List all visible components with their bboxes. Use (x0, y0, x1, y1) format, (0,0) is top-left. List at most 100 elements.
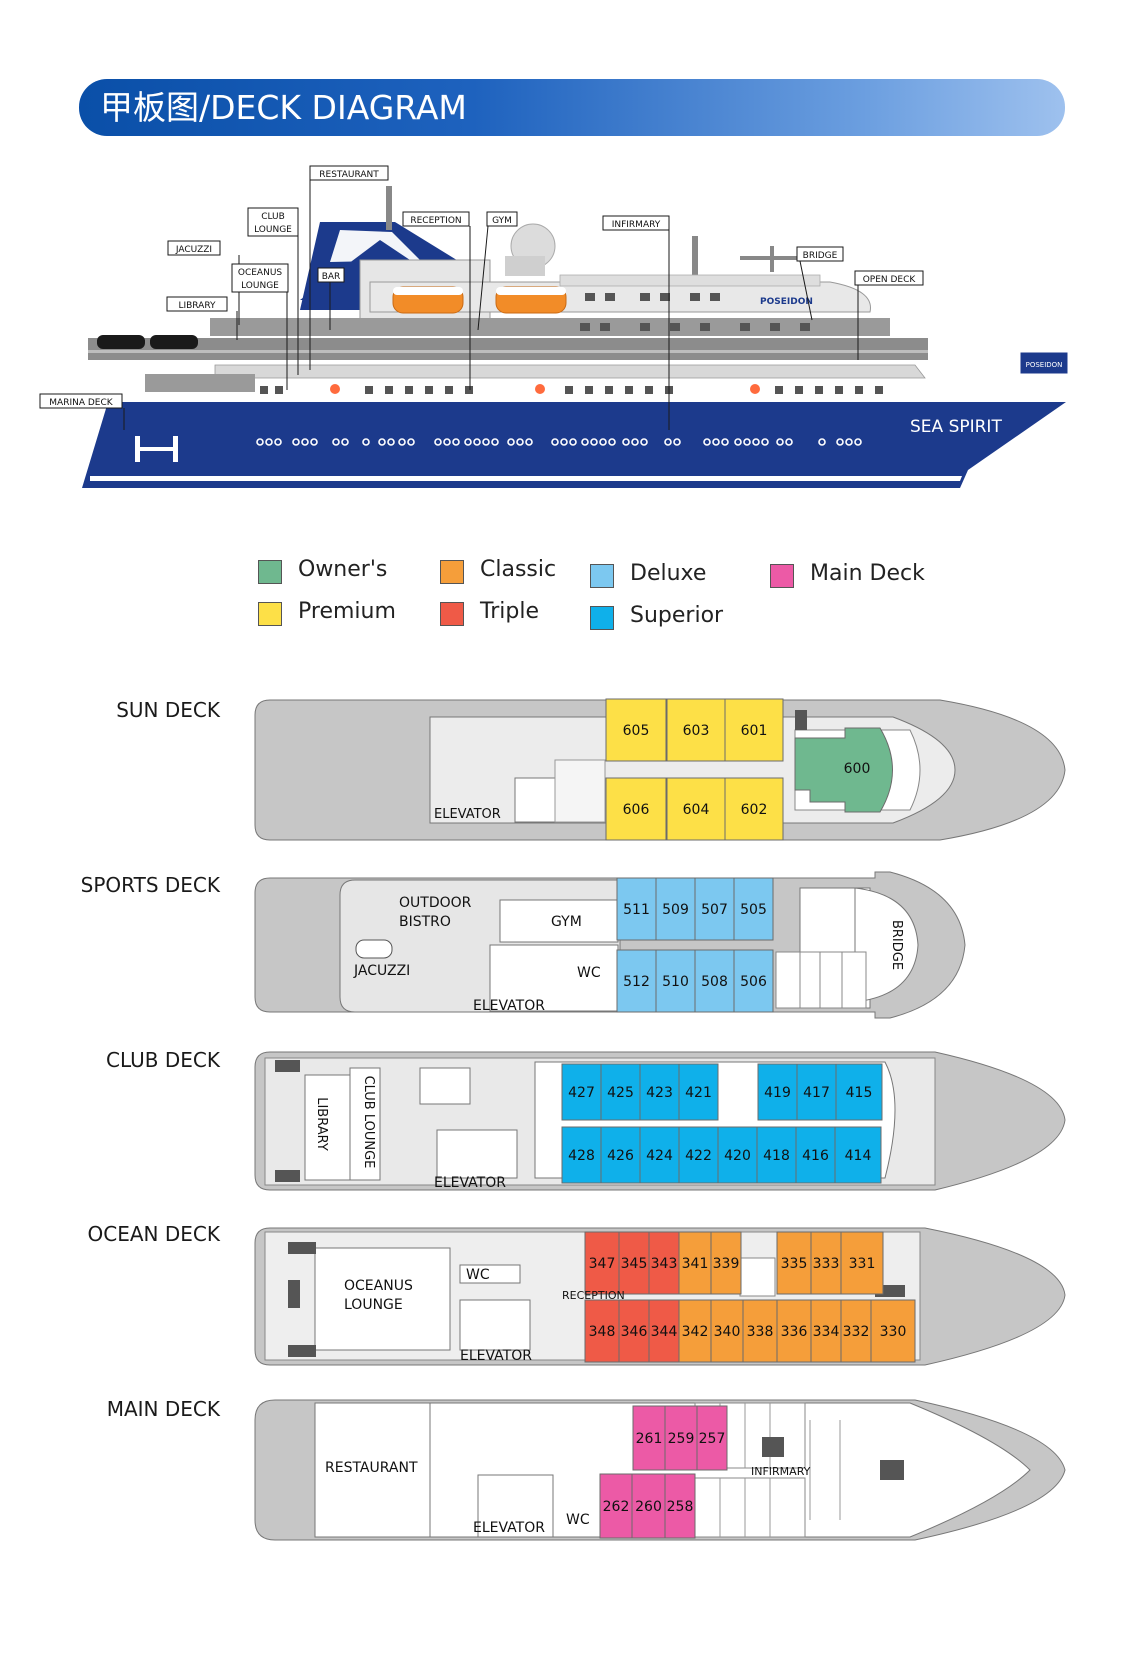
cabin-606[interactable] (605, 777, 667, 841)
callout-label: BAR (322, 272, 341, 282)
cabin-506[interactable] (733, 949, 774, 1013)
cabin-number: 416 (802, 1148, 829, 1164)
cabin-605[interactable] (605, 698, 667, 762)
cabin-414[interactable] (834, 1126, 882, 1184)
deck-label: ELEVATOR (434, 807, 501, 822)
cabin-507[interactable] (694, 877, 735, 941)
cabin-number: 331 (849, 1256, 876, 1272)
cabin-260[interactable] (631, 1473, 666, 1539)
cabin-428[interactable] (561, 1126, 602, 1184)
callout-box (39, 393, 123, 409)
deck-label: JACUZZI (353, 963, 410, 979)
cabin-418[interactable] (756, 1126, 797, 1184)
callout-label: OCEANUS (238, 268, 283, 278)
legend-label: Premium (298, 599, 396, 624)
legend-label: Owner's (298, 557, 388, 582)
cabin-338[interactable] (742, 1299, 778, 1363)
cabin-512[interactable] (616, 949, 657, 1013)
cabin-345[interactable] (618, 1231, 650, 1295)
cabin-602[interactable] (724, 777, 784, 841)
cabin-331[interactable] (840, 1231, 884, 1295)
cabin-330[interactable] (870, 1299, 916, 1363)
cabin-347[interactable] (584, 1231, 620, 1295)
deck-label: GYM (551, 914, 582, 930)
cabin-601[interactable] (724, 698, 784, 762)
deck-label: BISTRO (399, 914, 451, 930)
callout-label: LOUNGE (241, 281, 279, 291)
cabin-number: 347 (589, 1256, 616, 1272)
cabin-number: 601 (741, 723, 768, 739)
cabin-number: 426 (607, 1148, 634, 1164)
callout-box (167, 240, 221, 256)
cabin-420[interactable] (717, 1126, 758, 1184)
callout-label: RESTAURANT (319, 170, 379, 180)
cabin-number: 257 (699, 1431, 726, 1447)
cabin-number: 340 (714, 1324, 741, 1340)
deck-label: RECEPTION (562, 1289, 625, 1302)
legend-swatch (590, 606, 614, 630)
cabin-425[interactable] (600, 1063, 641, 1121)
cabin-number: 330 (880, 1324, 907, 1340)
cabin-342[interactable] (678, 1299, 712, 1363)
cabin-number: 602 (741, 802, 768, 818)
cabin-336[interactable] (776, 1299, 812, 1363)
cabin-505[interactable] (733, 877, 774, 941)
cabin-508[interactable] (694, 949, 735, 1013)
cabin-258[interactable] (664, 1473, 696, 1539)
cabin-332[interactable] (840, 1299, 872, 1363)
cabin-600[interactable] (794, 727, 893, 813)
brand-hull-text: POSEIDON (760, 297, 813, 307)
cabin-number: 334 (813, 1324, 840, 1340)
legend-label: Superior (630, 603, 724, 628)
cabin-424[interactable] (639, 1126, 680, 1184)
ship-side-view: SEA SPIRIT POSEIDON POSEIDON MARINA DECK… (39, 165, 1069, 488)
cabin-603[interactable] (666, 698, 726, 762)
cabin-number: 336 (781, 1324, 808, 1340)
cabin-340[interactable] (710, 1299, 744, 1363)
callout-box (796, 246, 844, 262)
deck-name-sun: SUN DECK (116, 698, 220, 722)
cabin-334[interactable] (810, 1299, 842, 1363)
cabin-511[interactable] (616, 877, 657, 941)
cabin-number: 346 (621, 1324, 648, 1340)
cabin-262[interactable] (599, 1473, 633, 1539)
deck-label: RESTAURANT (325, 1460, 418, 1476)
cabin-number: 258 (667, 1499, 694, 1515)
deck-label: LIBRARY (314, 1097, 329, 1151)
cabin-number: 261 (636, 1431, 663, 1447)
cabin-510[interactable] (655, 949, 696, 1013)
cabin-259[interactable] (664, 1405, 698, 1471)
cabin-509[interactable] (655, 877, 696, 941)
cabin-427[interactable] (561, 1063, 602, 1121)
deck-label: WC (577, 965, 601, 981)
cabin-261[interactable] (632, 1405, 666, 1471)
cabin-333[interactable] (810, 1231, 842, 1295)
cabin-416[interactable] (795, 1126, 836, 1184)
cabin-number: 344 (651, 1324, 678, 1340)
cabin-339[interactable] (710, 1231, 742, 1295)
callout-label: JACUZZI (175, 245, 212, 255)
callout-label: LIBRARY (178, 301, 216, 311)
cabin-415[interactable] (835, 1063, 883, 1121)
callout-box (602, 215, 670, 231)
cabin-number: 507 (701, 902, 728, 918)
cabin-417[interactable] (796, 1063, 837, 1121)
cabin-421[interactable] (678, 1063, 719, 1121)
cabin-343[interactable] (648, 1231, 680, 1295)
cabin-number: 605 (623, 723, 650, 739)
cabin-341[interactable] (678, 1231, 712, 1295)
cabin-419[interactable] (757, 1063, 798, 1121)
legend-swatch (258, 602, 282, 626)
callout-label: INFIRMARY (612, 220, 661, 230)
cabin-number: 339 (713, 1256, 740, 1272)
cabin-number: 606 (623, 802, 650, 818)
cabin-number: 422 (685, 1148, 712, 1164)
cabin-257[interactable] (696, 1405, 728, 1471)
callout-label: CLUB (261, 212, 285, 222)
cabin-344[interactable] (648, 1299, 680, 1363)
deck-label: ELEVATOR (460, 1348, 532, 1364)
cabin-number: 424 (646, 1148, 673, 1164)
cabin-335[interactable] (776, 1231, 812, 1295)
page-title: 甲板图/DECK DIAGRAM (100, 88, 467, 127)
